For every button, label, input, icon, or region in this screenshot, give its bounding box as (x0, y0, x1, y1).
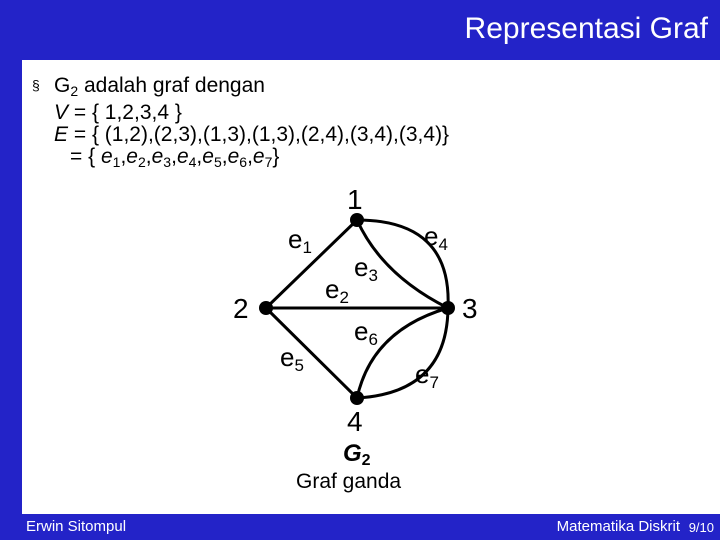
slide-content: §G2 adalah graf dengan V = { 1,2,3,4 } E… (32, 74, 449, 173)
edge-name-5: e (202, 145, 214, 168)
edge-names-line: = { e1,e2,e3,e4,e5,e6,e7} (32, 146, 449, 173)
vertex-2-label: 2 (233, 293, 249, 324)
edge-label-e6: e6 (354, 316, 378, 349)
graph-name-sub: 2 (70, 83, 79, 99)
left-accent-bar (0, 0, 22, 540)
edge-label-e1: e1 (288, 224, 312, 257)
edge-set-values: = { (1,2),(2,3),(1,3),(1,3),(2,4),(3,4),… (68, 123, 450, 146)
edge-label-e2: e2 (325, 274, 349, 307)
graph-name: G (54, 74, 71, 97)
vertex-set-label: V (54, 101, 69, 124)
edge-name-4: e (176, 145, 189, 168)
footer-course: Matematika Diskrit (556, 518, 680, 535)
vertex-3-label: 3 (462, 293, 478, 324)
page-number: 9/10 (688, 520, 714, 535)
edge-3-4-inner (355, 306, 449, 399)
edge-name-2: e (126, 145, 138, 168)
bullet-intro: § G2 adalah graf dengan (32, 74, 449, 102)
edge-name-1: e (100, 145, 113, 168)
edge-name-3: e (151, 145, 164, 168)
title-bar (0, 0, 720, 60)
bullet-icon: § (32, 77, 40, 93)
edge-3-4-outer (356, 307, 450, 400)
graph-caption-text: Graf ganda (296, 470, 402, 493)
graph-caption-name: G2 (343, 440, 371, 470)
edge-name-sub-7: 7 (264, 154, 273, 170)
graph-caption-letter: G (343, 440, 362, 467)
edge-1-2 (264, 218, 359, 310)
edge-label-e7: e7 (415, 359, 439, 392)
edge-set-label: E (54, 123, 69, 146)
vertex-1-dot (350, 213, 364, 227)
vertex-2-dot (259, 301, 273, 315)
vertex-4-label: 4 (347, 406, 363, 437)
edge-names-prefix: = { (70, 145, 101, 168)
edge-2-4 (264, 306, 359, 400)
edge-label-e5: e5 (280, 342, 304, 375)
edge-label-e4: e4 (424, 221, 448, 254)
edge-1-3-outer (356, 218, 450, 309)
vertex-set-line: V = { 1,2,3,4 } (32, 102, 449, 124)
footer-bar: Erwin Sitompul Matematika Diskrit 9/10 (0, 514, 720, 540)
edge-name-6: e (227, 145, 240, 168)
vertex-4-dot (350, 391, 364, 405)
edge-name-sub-3: 3 (163, 154, 172, 170)
vertex-1-label: 1 (347, 184, 363, 215)
edge-name-sub-1: 1 (112, 154, 121, 170)
edge-names-suffix: } (272, 145, 280, 168)
vertex-3-dot (441, 301, 455, 315)
slide-title: Representasi Graf (464, 12, 708, 45)
graph-caption-sub: 2 (361, 452, 371, 469)
vertex-set-values: = { 1,2,3,4 } (68, 101, 182, 124)
edge-names-list: e1,e2,e3,e4,e5,e6,e7 (100, 145, 273, 171)
edge-name-sub-4: 4 (188, 154, 197, 170)
edge-set-line: E = { (1,2),(2,3),(1,3),(1,3),(2,4),(3,4… (32, 124, 449, 146)
edge-name-7: e (252, 145, 265, 168)
footer-author: Erwin Sitompul (26, 518, 127, 535)
edge-name-sub-6: 6 (239, 154, 248, 170)
edge-1-3-inner (355, 219, 449, 310)
edge-label-e3: e3 (354, 252, 378, 285)
edge-name-sub-5: 5 (213, 154, 222, 170)
edge-name-sub-2: 2 (137, 154, 146, 170)
intro-text: adalah graf dengan (78, 74, 265, 97)
